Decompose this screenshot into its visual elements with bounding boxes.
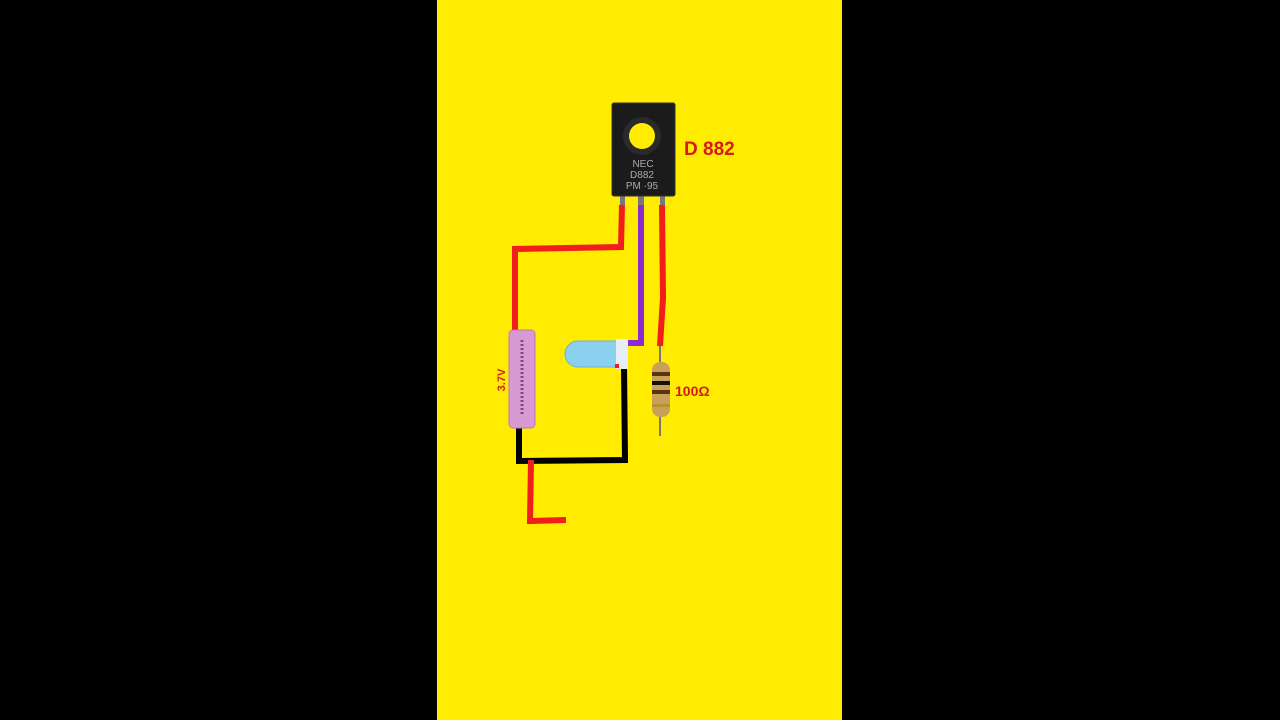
- transistor-brand: NEC: [632, 159, 653, 170]
- transistor-d882: NEC D882 PM ·95: [611, 102, 676, 205]
- battery-body: [508, 329, 536, 429]
- red-wire-switch: [526, 459, 567, 525]
- transistor-code: PM ·95: [626, 181, 659, 192]
- blue-led: [564, 339, 628, 369]
- resistor-body: [652, 362, 670, 417]
- led-base: [616, 339, 628, 369]
- transistor-leg: [638, 193, 644, 205]
- battery: [508, 329, 536, 429]
- led-cathode-mark: [615, 364, 619, 368]
- transistor-part: D882: [630, 170, 654, 181]
- purple-wire-to-led: [627, 205, 644, 346]
- transistor-mount-hole: [629, 123, 655, 149]
- red-wire-collector-to-battery: [512, 204, 625, 332]
- transistor-label: D 882: [684, 139, 735, 160]
- resistor-band: [652, 404, 670, 407]
- resistor-label: 100Ω: [675, 383, 710, 399]
- resistor-band: [652, 381, 670, 385]
- resistor-100-ohm: [652, 346, 670, 436]
- led-lens: [564, 340, 621, 368]
- black-wire-ground: [516, 365, 629, 465]
- transistor-leg: [620, 193, 625, 205]
- battery-label: 3.7V: [496, 368, 508, 391]
- resistor-band: [652, 390, 670, 394]
- transistor-leg: [660, 193, 665, 205]
- resistor-band: [652, 372, 670, 376]
- red-wire-to-resistor: [657, 204, 667, 347]
